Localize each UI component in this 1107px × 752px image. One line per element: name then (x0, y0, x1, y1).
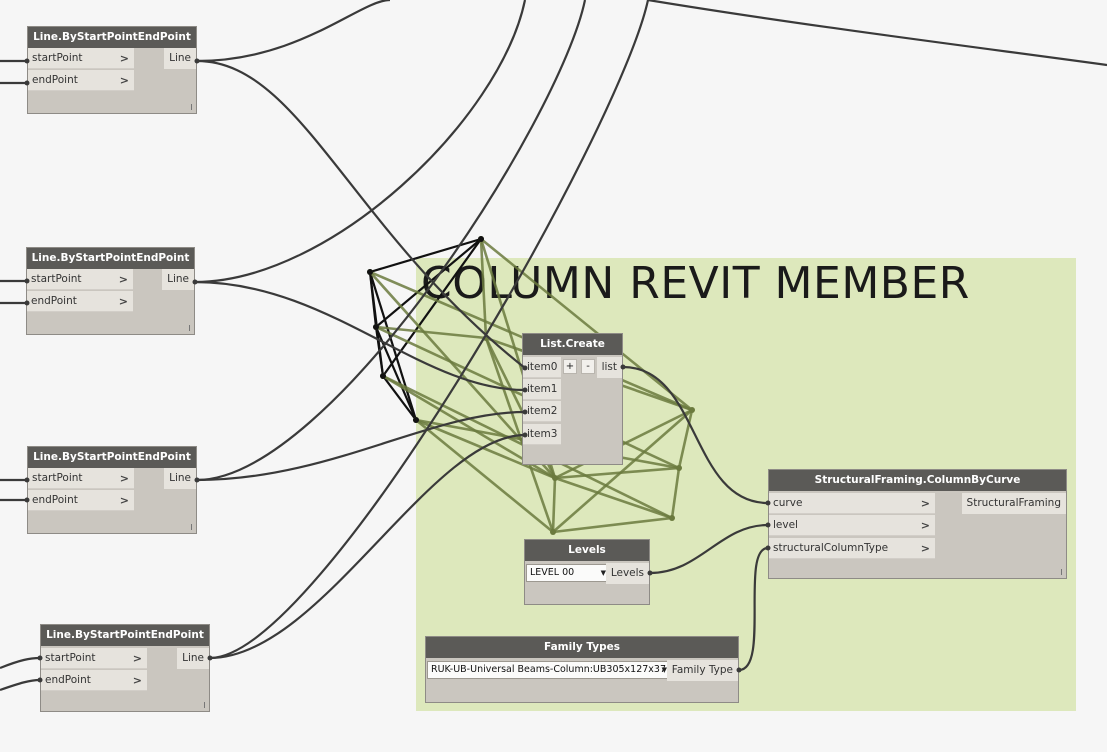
geometry-edge (369, 237, 482, 274)
start-point-input[interactable]: startPoint > (41, 648, 147, 669)
family-type-select[interactable]: RUK-UB-Universal Beams-Column:UB305x127x… (427, 661, 671, 679)
line-node-2[interactable]: Line.ByStartPointEndPoint startPoint > en… (26, 247, 195, 335)
line-output[interactable]: Line (164, 48, 196, 69)
remove-input-button[interactable]: - (581, 359, 595, 374)
geometry-vertex (380, 373, 386, 379)
resize-handle[interactable] (1061, 569, 1062, 575)
structural-framing-node[interactable]: StructuralFraming.ColumnByCurve curve > l… (768, 469, 1067, 579)
port-label: startPoint (45, 652, 96, 664)
chevron-right-icon: > (132, 652, 142, 665)
port-label: endPoint (45, 674, 91, 686)
item3-input[interactable]: item3 (523, 424, 561, 445)
line-node-4[interactable]: Line.ByStartPointEndPoint startPoint > en… (40, 624, 210, 712)
family-types-node[interactable]: Family Types RUK-UB-Universal Beams-Colu… (425, 636, 739, 703)
curve-input[interactable]: curve > (769, 493, 935, 514)
end-point-input[interactable]: endPoint > (27, 291, 133, 312)
node-title: Line.ByStartPointEndPoint (27, 248, 194, 269)
geometry-edge (670, 467, 681, 519)
geometry-vertex (689, 407, 695, 413)
add-input-button[interactable]: + (563, 359, 577, 374)
resize-handle[interactable] (189, 325, 190, 331)
port-label: endPoint (32, 494, 78, 506)
geometry-vertex (676, 465, 682, 471)
geometry-vertex (669, 515, 675, 521)
chevron-right-icon: > (119, 472, 129, 485)
chevron-right-icon: > (118, 273, 128, 286)
port-label: endPoint (31, 295, 77, 307)
start-point-input[interactable]: startPoint > (28, 48, 134, 69)
geometry-vertex (550, 529, 556, 535)
resize-handle[interactable] (204, 702, 205, 708)
end-point-input[interactable]: endPoint > (28, 70, 134, 91)
level-input[interactable]: level > (769, 515, 935, 536)
chevron-down-icon: ▼ (661, 666, 667, 674)
port-label: startPoint (32, 52, 83, 64)
chevron-right-icon: > (920, 542, 930, 555)
levels-output[interactable]: Levels (605, 563, 649, 584)
port-label: startPoint (31, 273, 82, 285)
node-title: Levels (525, 540, 649, 561)
geometry-vertex (483, 335, 489, 341)
port-label: structuralColumnType (773, 542, 889, 554)
resize-handle[interactable] (191, 524, 192, 530)
resize-handle[interactable] (191, 104, 192, 110)
line-output[interactable]: Line (164, 468, 196, 489)
item0-input[interactable]: item0 (523, 357, 561, 378)
port-label: level (773, 519, 798, 531)
geometry-vertex (373, 324, 379, 330)
geometry-edge (552, 516, 673, 534)
geometry-vertex (478, 236, 484, 242)
geometry-vertex (413, 417, 419, 423)
geometry-edge (551, 477, 557, 533)
chevron-right-icon: > (119, 74, 129, 87)
port-label: curve (773, 497, 803, 509)
node-title: StructuralFraming.ColumnByCurve (769, 470, 1066, 491)
node-title: List.Create (523, 334, 622, 355)
level-select[interactable]: LEVEL 00▼ (526, 564, 610, 582)
structural-column-type-input[interactable]: structuralColumnType > (769, 538, 935, 559)
line-output[interactable]: Line (162, 269, 194, 290)
list-output[interactable]: list (596, 357, 622, 378)
level-select-value: LEVEL 00 (530, 567, 575, 578)
node-title: Line.ByStartPointEndPoint (28, 27, 196, 48)
port-label: endPoint (32, 74, 78, 86)
item1-input[interactable]: item1 (523, 379, 561, 400)
chevron-right-icon: > (118, 295, 128, 308)
chevron-right-icon: > (132, 674, 142, 687)
line-node-3[interactable]: Line.ByStartPointEndPoint startPoint > en… (27, 446, 197, 534)
chevron-right-icon: > (119, 494, 129, 507)
list-create-node[interactable]: List.Create item0 + - item1 item2 item3 … (522, 333, 623, 465)
geometry-edge (368, 271, 418, 421)
start-point-input[interactable]: startPoint > (27, 269, 133, 290)
levels-node[interactable]: Levels LEVEL 00▼ Levels (524, 539, 650, 605)
line-output[interactable]: Line (177, 648, 209, 669)
chevron-right-icon: > (119, 52, 129, 65)
chevron-right-icon: > (920, 497, 930, 510)
node-title: Line.ByStartPointEndPoint (41, 625, 209, 646)
node-title: Line.ByStartPointEndPoint (28, 447, 196, 468)
line-node-1[interactable]: Line.ByStartPointEndPoint startPoint > en… (27, 26, 197, 114)
structural-framing-output[interactable]: StructuralFraming (961, 493, 1066, 514)
geometry-edge (554, 476, 673, 520)
geometry-edge (375, 325, 487, 340)
geometry-vertex (552, 475, 558, 481)
family-type-output[interactable]: Family Type (666, 660, 738, 681)
node-title: Family Types (426, 637, 738, 658)
geometry-vertex (367, 269, 373, 275)
end-point-input[interactable]: endPoint > (41, 670, 147, 691)
item2-input[interactable]: item2 (523, 401, 561, 422)
start-point-input[interactable]: startPoint > (28, 468, 134, 489)
family-type-select-value: RUK-UB-Universal Beams-Column:UB305x127x… (431, 664, 666, 675)
end-point-input[interactable]: endPoint > (28, 490, 134, 511)
port-label: startPoint (32, 472, 83, 484)
chevron-right-icon: > (920, 519, 930, 532)
